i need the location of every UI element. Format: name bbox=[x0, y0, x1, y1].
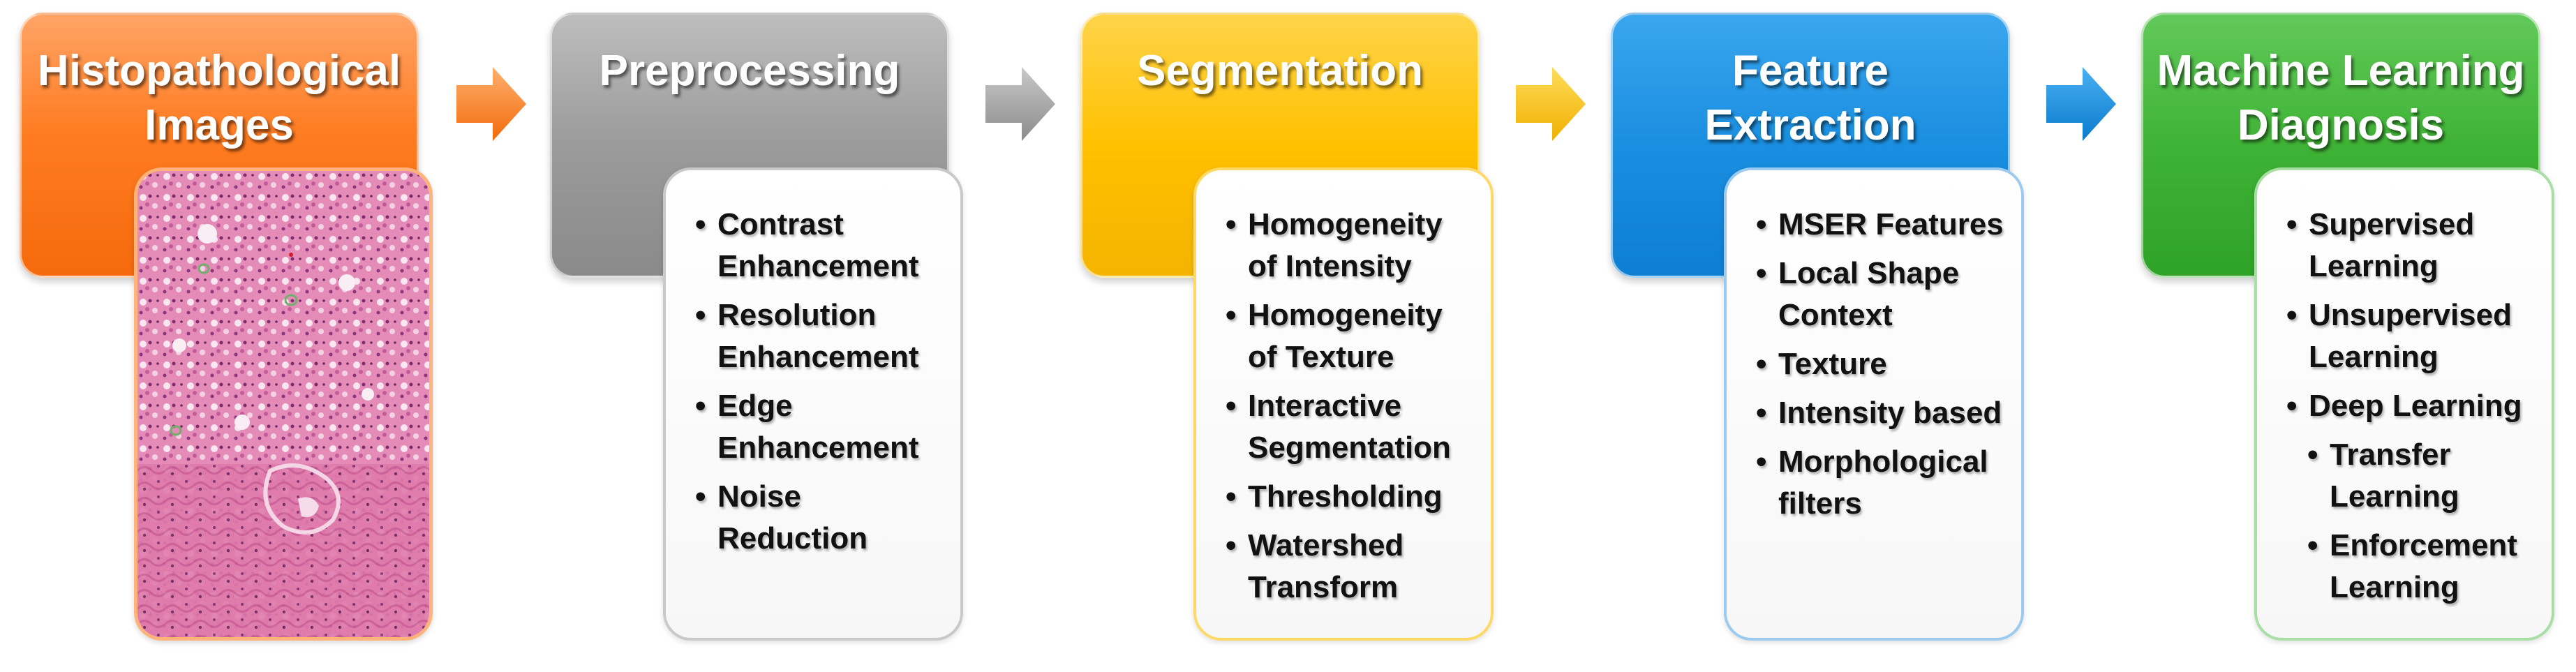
list-item: Noise Reduction bbox=[695, 476, 948, 560]
stage-title: Feature Extraction bbox=[1704, 47, 1916, 149]
list-item: Watershed Transform bbox=[1226, 525, 1478, 608]
machine-learning-list: Supervised Learning Unsupervised Learnin… bbox=[2257, 170, 2552, 608]
arrow-right-icon bbox=[1516, 67, 1586, 141]
list-item: MSER Features bbox=[1756, 204, 2009, 246]
list-item: Morphological filters bbox=[1756, 441, 2009, 525]
segmentation-card: Homogeneity of Intensity Homogeneity of … bbox=[1193, 167, 1494, 641]
list-item: Thresholding bbox=[1226, 476, 1478, 518]
list-item: Supervised Learning bbox=[2286, 204, 2539, 288]
stage-title: Machine Learning Diagnosis bbox=[2157, 47, 2525, 149]
feature-extraction-list: MSER Features Local Shape Context Textur… bbox=[1727, 170, 2021, 525]
stage-title: Segmentation bbox=[1137, 47, 1423, 95]
preprocessing-card: Contrast Enhancement Resolution Enhancem… bbox=[663, 167, 963, 641]
list-item: Contrast Enhancement bbox=[695, 204, 948, 288]
list-item: Texture bbox=[1756, 343, 2009, 385]
stage-title: Histopathological Images bbox=[37, 47, 401, 149]
list-item: Deep Learning bbox=[2286, 385, 2539, 427]
arrow-right-icon bbox=[985, 67, 1055, 141]
histopathology-image bbox=[134, 167, 433, 641]
tissue-micrograph bbox=[137, 171, 429, 637]
list-item: Unsupervised Learning bbox=[2286, 294, 2539, 378]
list-item: Intensity based bbox=[1756, 392, 2009, 434]
machine-learning-card: Supervised Learning Unsupervised Learnin… bbox=[2254, 167, 2554, 641]
list-item: Interactive Segmentation bbox=[1226, 385, 1478, 469]
arrow-right-icon bbox=[2046, 67, 2116, 141]
preprocessing-list: Contrast Enhancement Resolution Enhancem… bbox=[666, 170, 960, 560]
list-item: Resolution Enhancement bbox=[695, 294, 948, 378]
list-item: Local Shape Context bbox=[1756, 253, 2009, 336]
segmentation-list: Homogeneity of Intensity Homogeneity of … bbox=[1196, 170, 1491, 608]
feature-extraction-card: MSER Features Local Shape Context Textur… bbox=[1724, 167, 2024, 641]
list-item: Homogeneity of Intensity bbox=[1226, 204, 1478, 288]
list-item: Edge Enhancement bbox=[695, 385, 948, 469]
list-item: Enforcement Learning bbox=[2307, 525, 2539, 608]
list-item: Transfer Learning bbox=[2307, 434, 2539, 518]
list-item: Homogeneity of Texture bbox=[1226, 294, 1478, 378]
arrow-right-icon bbox=[456, 67, 526, 141]
stage-title: Preprocessing bbox=[599, 47, 900, 95]
